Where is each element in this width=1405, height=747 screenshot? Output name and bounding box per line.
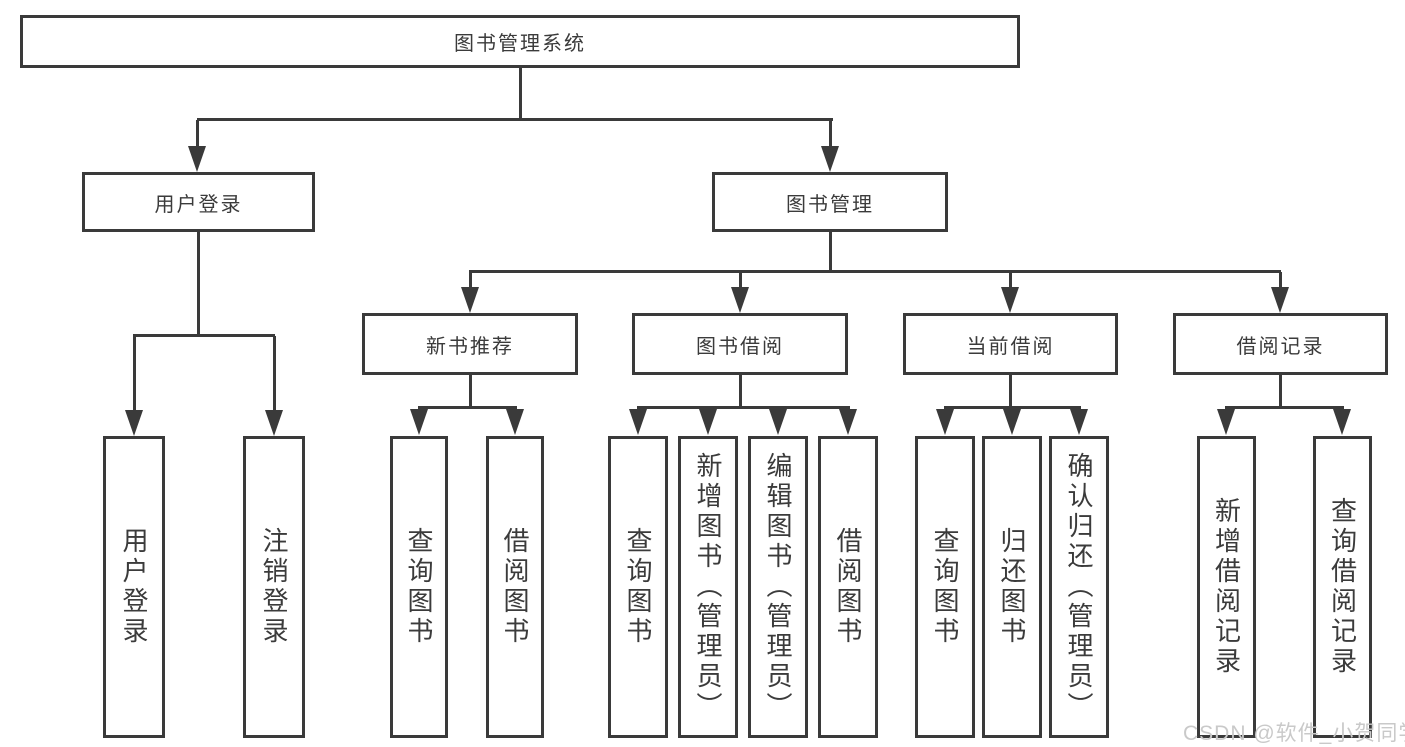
node-add-books-admin: 新增图书（管理员） <box>678 436 738 738</box>
arrow-down-icon <box>506 409 524 435</box>
node-label: 编辑图书（管理员） <box>763 452 793 722</box>
connector-line <box>1225 406 1344 409</box>
node-label: 借阅记录 <box>1236 335 1325 358</box>
node-query-borrow-record: 查询借阅记录 <box>1313 436 1372 738</box>
node-query-books-current: 查询图书 <box>915 436 975 738</box>
node-confirm-return-admin: 确认归还（管理员） <box>1049 436 1109 738</box>
node-label: 借阅图书 <box>500 527 530 647</box>
connector-line <box>1279 375 1282 408</box>
connector-line <box>469 270 1281 273</box>
arrow-down-icon <box>1217 409 1235 435</box>
connector-line <box>739 272 742 289</box>
connector-line <box>273 336 276 412</box>
node-label: 注销登录 <box>259 527 289 647</box>
arrow-down-icon <box>821 146 839 172</box>
arrow-down-icon <box>699 409 717 435</box>
arrow-down-icon <box>1001 287 1019 313</box>
node-label: 确认归还（管理员） <box>1064 452 1094 722</box>
connector-line <box>519 68 522 121</box>
node-logout-action: 注销登录 <box>243 436 305 738</box>
node-label: 新增借阅记录 <box>1211 497 1242 677</box>
node-label: 归还图书 <box>997 527 1027 647</box>
node-label: 当前借阅 <box>966 335 1055 358</box>
node-label: 新增图书（管理员） <box>693 452 723 722</box>
connector-line <box>133 334 275 337</box>
node-label: 借阅图书 <box>833 527 863 647</box>
connector-line <box>829 232 832 272</box>
connector-line <box>1279 272 1282 289</box>
node-book-borrowing: 图书借阅 <box>632 313 848 375</box>
connector-line <box>196 120 199 148</box>
node-label: 查询借阅记录 <box>1327 497 1358 677</box>
node-user-login-action: 用户登录 <box>103 436 165 738</box>
node-query-books-recommend: 查询图书 <box>390 436 448 738</box>
arrow-down-icon <box>1070 409 1088 435</box>
arrow-down-icon <box>188 146 206 172</box>
node-user-login: 用户登录 <box>82 172 315 232</box>
connector-line <box>469 375 472 408</box>
arrow-down-icon <box>1333 409 1351 435</box>
node-label: 图书借阅 <box>696 335 784 358</box>
arrow-down-icon <box>265 410 283 436</box>
connector-line <box>739 375 742 408</box>
node-label: 图书管理 <box>786 193 874 216</box>
node-edit-books-admin: 编辑图书（管理员） <box>748 436 808 738</box>
connector-line <box>944 406 1081 409</box>
connector-line <box>133 336 136 412</box>
connector-line <box>197 232 200 336</box>
arrow-down-icon <box>731 287 749 313</box>
connector-line <box>1009 375 1012 408</box>
node-borrowing-records: 借阅记录 <box>1173 313 1388 375</box>
arrow-down-icon <box>936 409 954 435</box>
node-book-management: 图书管理 <box>712 172 948 232</box>
node-borrow-books-recommend: 借阅图书 <box>486 436 544 738</box>
node-current-borrowing: 当前借阅 <box>903 313 1118 375</box>
arrow-down-icon <box>769 409 787 435</box>
node-new-book-recommend: 新书推荐 <box>362 313 578 375</box>
connector-line <box>1009 272 1012 289</box>
node-label: 新书推荐 <box>426 335 514 358</box>
node-label: 查询图书 <box>404 527 434 647</box>
arrow-down-icon <box>1003 409 1021 435</box>
node-label: 用户登录 <box>154 193 243 216</box>
node-label: 图书管理系统 <box>454 33 586 55</box>
node-add-borrow-record: 新增借阅记录 <box>1197 436 1256 738</box>
node-library-system-root: 图书管理系统 <box>20 15 1020 68</box>
arrow-down-icon <box>461 287 479 313</box>
arrow-down-icon <box>125 410 143 436</box>
node-label: 用户登录 <box>119 527 149 647</box>
node-query-books-borrow: 查询图书 <box>608 436 668 738</box>
node-label: 查询图书 <box>623 527 653 647</box>
arrow-down-icon <box>1271 287 1289 313</box>
node-borrow-books-borrow: 借阅图书 <box>818 436 878 738</box>
node-label: 查询图书 <box>930 527 960 647</box>
connector-line <box>197 118 833 121</box>
arrow-down-icon <box>839 409 857 435</box>
connector-line <box>637 406 850 409</box>
arrow-down-icon <box>410 409 428 435</box>
connector-line <box>829 120 832 148</box>
node-return-books: 归还图书 <box>982 436 1042 738</box>
connector-line <box>469 272 472 289</box>
connector-line <box>418 406 517 409</box>
arrow-down-icon <box>629 409 647 435</box>
csdn-watermark: CSDN @软件_小贺同学 <box>1183 722 1405 745</box>
